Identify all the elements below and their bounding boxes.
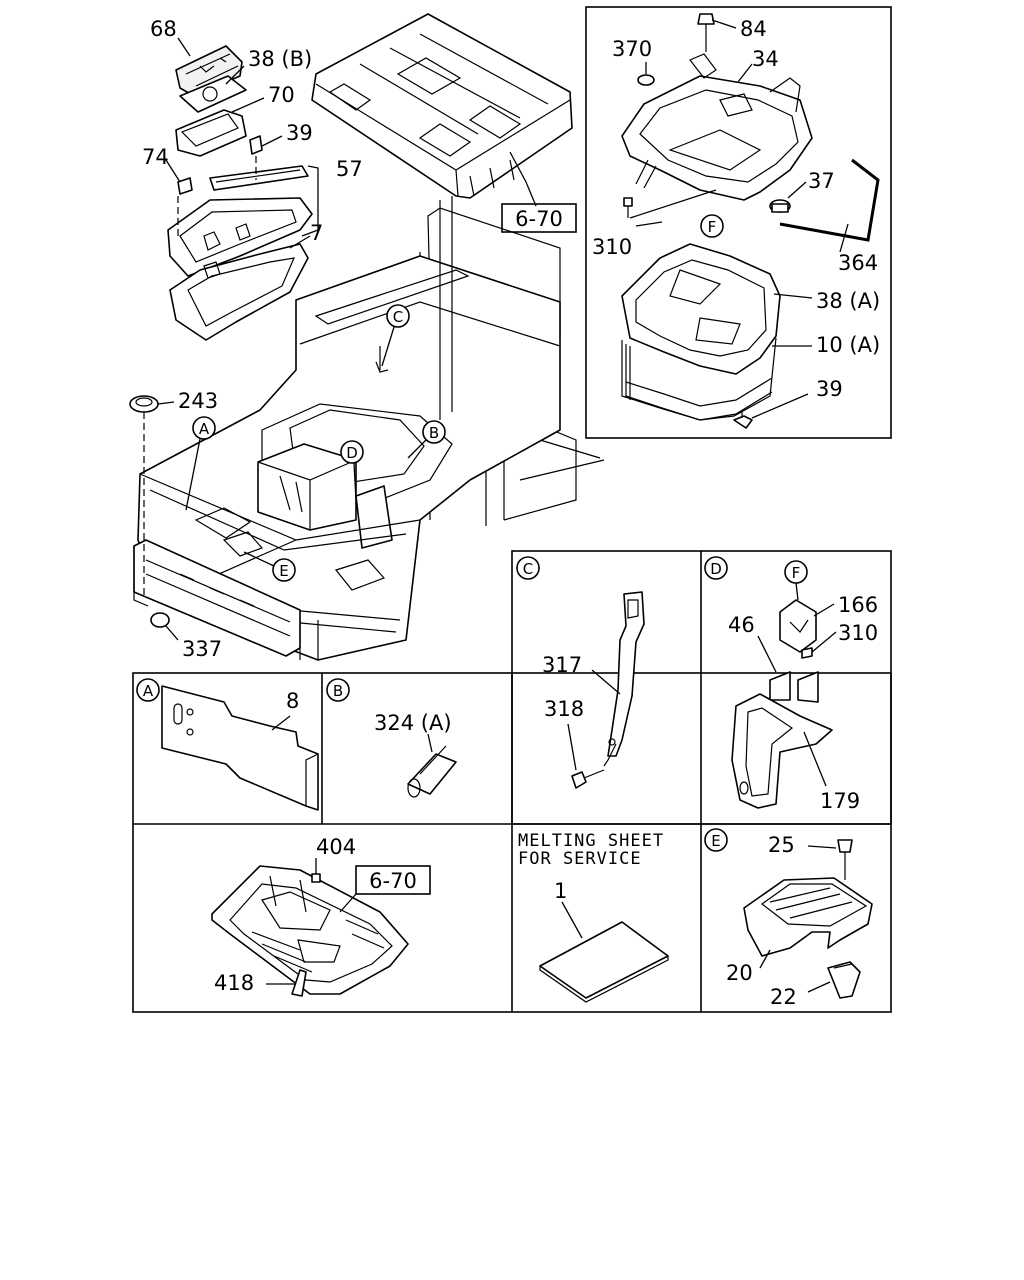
part-label-39-tray: 39	[816, 377, 843, 401]
part-label-34: 34	[752, 47, 779, 71]
svg-text:A: A	[199, 420, 210, 438]
part-label-38a: 38 (A)	[816, 289, 880, 313]
part-label-318: 318	[544, 697, 584, 721]
detail-a: A 8	[136, 678, 319, 811]
melting-sheet-note-line1: MELTING SHEET	[518, 831, 664, 851]
reference-box-6-70	[501, 203, 577, 233]
detail-floor: 6-70 404 418	[211, 835, 431, 997]
part-label-310-d: 310	[838, 621, 878, 645]
tray-callout-f: F	[700, 214, 724, 238]
part-label-25: 25	[768, 833, 795, 857]
main-leader-lines	[157, 37, 537, 641]
tray-detail-frame	[585, 6, 892, 439]
detail-b: B 324 (A)	[326, 678, 457, 798]
detail-melting-sheet: MELTING SHEET FOR SERVICE 1	[518, 831, 669, 1003]
part-label-404: 404	[316, 835, 356, 859]
detail-c: C 317 318	[516, 556, 645, 789]
detail-d: D F 166 46 310 179	[704, 556, 878, 813]
svg-text:F: F	[792, 564, 801, 582]
part-label-8: 8	[286, 689, 299, 713]
floor-reference-box: 6-70	[369, 869, 417, 893]
svg-text:C: C	[523, 560, 533, 578]
part-label-166: 166	[838, 593, 878, 617]
part-label-74: 74	[142, 145, 169, 169]
svg-text:E: E	[279, 562, 288, 580]
part-label-1: 1	[554, 879, 567, 903]
callout-a: A	[185, 416, 216, 511]
tray-assembly	[621, 13, 880, 429]
part-label-46: 46	[728, 613, 755, 637]
svg-text:F: F	[708, 218, 717, 236]
melting-sheet-note-line2: FOR SERVICE	[518, 849, 642, 869]
part-label-324a: 324 (A)	[374, 711, 452, 735]
part-label-310-tray: 310	[592, 235, 632, 259]
part-label-7: 7	[310, 221, 323, 245]
part-label-39: 39	[286, 121, 313, 145]
svg-text:D: D	[710, 560, 722, 578]
part-label-38b: 38 (B)	[248, 47, 312, 71]
svg-text:A: A	[143, 682, 154, 700]
part-label-84: 84	[740, 17, 767, 41]
callout-c: C	[381, 304, 410, 367]
callout-b: B	[407, 420, 446, 459]
svg-text:D: D	[346, 444, 358, 462]
detail-grid	[132, 550, 892, 1013]
svg-text:C: C	[393, 308, 403, 326]
svg-text:B: B	[429, 424, 439, 442]
tray-leader-lines	[629, 19, 849, 419]
reference-box-label: 6-70	[515, 207, 563, 231]
callout-d: D	[340, 440, 364, 501]
part-label-418: 418	[214, 971, 254, 995]
part-label-337: 337	[182, 637, 222, 661]
part-label-10a: 10 (A)	[816, 333, 880, 357]
part-label-370: 370	[612, 37, 652, 61]
part-label-68: 68	[150, 17, 177, 41]
part-label-243: 243	[178, 389, 218, 413]
part-label-70: 70	[268, 83, 295, 107]
part-label-317: 317	[542, 653, 582, 677]
detail-e: E 25 20 22	[704, 828, 873, 1009]
part-label-57: 57	[336, 157, 363, 181]
svg-text:B: B	[333, 682, 343, 700]
part-label-20: 20	[726, 961, 753, 985]
svg-text:E: E	[711, 832, 720, 850]
part-label-22: 22	[770, 985, 797, 1009]
part-label-364: 364	[838, 251, 878, 275]
part-label-179: 179	[820, 789, 860, 813]
callout-e: E	[243, 551, 296, 582]
part-label-37: 37	[808, 169, 835, 193]
